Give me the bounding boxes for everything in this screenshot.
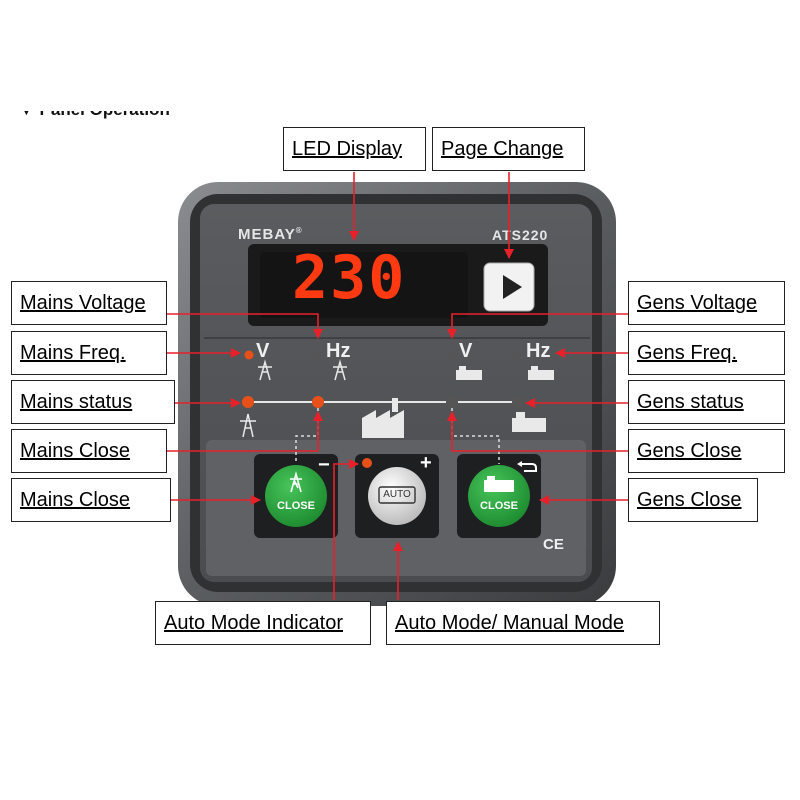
mains-status-led	[242, 396, 254, 408]
mains-voltage-led	[244, 350, 254, 360]
mains-close-button[interactable]	[265, 465, 327, 527]
section-heading: ▼ Panel Operation	[18, 100, 170, 119]
led-display-value: 230	[292, 243, 407, 313]
callout-mains-freq: Mains Freq.	[11, 331, 167, 375]
gens-voltage-led	[447, 350, 457, 360]
auto-button-label: AUTO	[383, 489, 411, 500]
play-icon	[503, 275, 522, 299]
gens-close-button-label: CLOSE	[480, 500, 518, 512]
gens-generator-icons	[456, 366, 554, 432]
mains-close-led	[312, 396, 324, 408]
mains-freq-led	[312, 350, 322, 360]
brand-logo: MEBAY®	[238, 226, 303, 243]
callout-mains-close-1: Mains Close	[11, 429, 167, 473]
gens-freq-label: Hz	[526, 340, 551, 362]
callout-gens-close-1: Gens Close	[628, 429, 785, 473]
generator-icon	[484, 476, 514, 492]
gens-voltage-label: V	[459, 340, 473, 362]
auto-manual-button[interactable]	[368, 467, 426, 525]
gens-freq-led	[511, 350, 521, 360]
mains-freq-label: Hz	[326, 340, 351, 362]
return-icon	[522, 463, 537, 472]
plus-label: +	[420, 452, 432, 474]
minus-label: −	[318, 454, 330, 476]
pylon-icon	[290, 471, 302, 493]
callout-gens-status: Gens status	[628, 380, 785, 424]
gens-close-led	[446, 396, 458, 408]
auto-mode-led	[362, 458, 372, 468]
callout-mains-status: Mains status	[11, 380, 175, 424]
callout-gens-close-2: Gens Close	[628, 478, 758, 522]
callout-gens-voltage: Gens Voltage	[628, 281, 785, 325]
gens-status-led	[512, 396, 524, 408]
mains-pylon-icons	[240, 359, 347, 438]
callout-page-change: Page Change	[432, 127, 585, 171]
callout-mains-voltage: Mains Voltage	[11, 281, 167, 325]
model-label: ATS220	[492, 227, 549, 243]
factory-icon	[362, 398, 404, 438]
callout-auto-mode-indicator: Auto Mode Indicator	[155, 601, 371, 645]
mains-voltage-label: V	[256, 340, 270, 362]
callout-auto-manual-mode: Auto Mode/ Manual Mode	[386, 601, 660, 645]
callout-gens-freq: Gens Freq.	[628, 331, 785, 375]
mains-close-button-label: CLOSE	[277, 500, 315, 512]
callout-mains-close-2: Mains Close	[11, 478, 171, 522]
gens-close-button[interactable]	[468, 465, 530, 527]
callout-led-display: LED Display	[283, 127, 426, 171]
ce-mark: CE	[543, 536, 564, 553]
